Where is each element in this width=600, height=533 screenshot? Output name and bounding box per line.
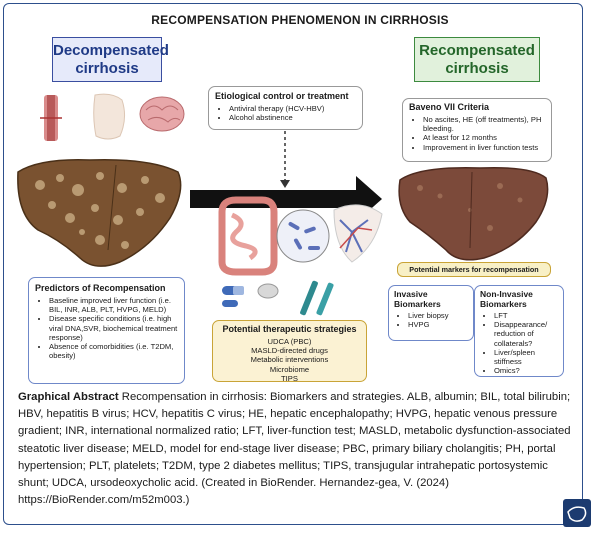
baveno-item: Improvement in liver function tests (423, 143, 545, 152)
baveno-item: At least for 12 months (423, 133, 545, 142)
figure-title: RECOMPENSATION PHENOMENON IN CIRRHOSIS (151, 13, 449, 27)
therapeutic-box: Potential therapeutic strategies UDCA (P… (212, 320, 367, 383)
noninvasive-item: Omics? (494, 366, 558, 375)
blood-vessel-icon (40, 95, 62, 141)
therapeutic-item: TIPS (281, 373, 298, 383)
etiological-box: Etiological control or treatment Antivir… (208, 86, 363, 130)
recompensated-line2: cirrhosis (445, 60, 509, 77)
decompensated-line1: Decompensated (53, 42, 169, 59)
decompensated-line2: cirrhosis (75, 60, 139, 77)
figure-frame (3, 3, 583, 525)
injection-pen-icon (300, 280, 334, 316)
noninvasive-item: LFT (494, 311, 558, 320)
therapeutic-item: Metabolic interventions (250, 355, 329, 365)
etiological-item: Antiviral therapy (HCV-HBV) (229, 104, 356, 113)
caption-text: Recompensation in cirrhosis: Biomarkers … (18, 391, 571, 507)
recompensated-label: Recompensated cirrhosis (414, 37, 540, 82)
diseased-liver-icon (17, 159, 182, 267)
liver-logo-icon (563, 499, 591, 527)
invasive-heading: Invasive Biomarkers (394, 289, 441, 309)
therapeutic-heading: Potential therapeutic strategies (222, 324, 357, 334)
ascites-abdomen-icon (93, 93, 126, 140)
invasive-box: Invasive Biomarkers Liver biopsy HVPG (388, 285, 474, 341)
healthy-liver-icon (398, 166, 549, 261)
invasive-item: HVPG (408, 320, 468, 329)
invasive-item: Liver biopsy (408, 311, 468, 320)
baveno-box: Baveno VII Criteria No ascites, HE (off … (402, 98, 552, 162)
predictors-box: Predictors of Recompensation Baseline im… (28, 277, 185, 384)
intestine-icon (218, 196, 278, 276)
therapeutic-item: MASLD-directed drugs (251, 346, 328, 356)
potential-markers-label: Potential markers for recompensation (397, 262, 551, 277)
noninvasive-box: Non-Invasive Biomarkers LFT Disappearanc… (474, 285, 564, 377)
brain-icon (139, 96, 185, 132)
noninvasive-item: Disappearance/ reduction of collaterals? (494, 320, 558, 348)
predictors-item: Absence of comorbidities (i.e. T2DM, obe… (49, 342, 178, 360)
decompensated-label: Decompensated cirrhosis (52, 37, 169, 82)
dashed-connector-arrow (280, 131, 290, 188)
baveno-item: No ascites, HE (off treatments), PH blee… (423, 115, 545, 133)
caption: Graphical Abstract Recompensation in cir… (18, 389, 578, 509)
noninvasive-item: Liver/spleen stiffness (494, 348, 558, 366)
caption-label: Graphical Abstract (18, 391, 119, 403)
liver-vasculature-icon (333, 204, 383, 263)
etiological-heading: Etiological control or treatment (215, 91, 349, 101)
therapeutic-item: UDCA (PBC) (267, 337, 312, 346)
microbiome-icon (276, 209, 330, 263)
therapeutic-item: Microbiome (269, 364, 310, 374)
predictors-item: Disease specific conditions (i.e. high v… (49, 314, 178, 342)
baveno-heading: Baveno VII Criteria (409, 102, 490, 112)
predictors-heading: Predictors of Recompensation (35, 283, 166, 293)
pills-icon (222, 283, 279, 307)
predictors-item: Baseline improved liver function (i.e. B… (49, 296, 178, 314)
recompensated-line1: Recompensated (419, 42, 535, 59)
noninvasive-heading: Non-Invasive Biomarkers (480, 289, 533, 309)
etiological-item: Alcohol abstinence (229, 113, 356, 122)
